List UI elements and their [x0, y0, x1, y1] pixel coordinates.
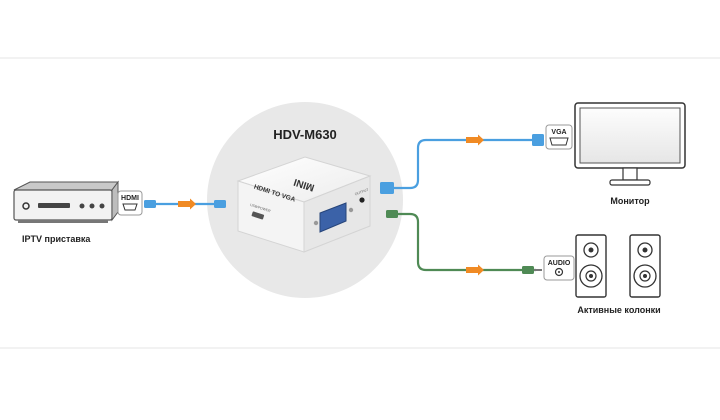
speaker-right	[629, 234, 661, 298]
vga-port-icon	[549, 137, 569, 146]
converter-device: MINI HDMI TO VGA USB/POWER OUTPUT	[236, 156, 372, 253]
hdmi-direction-arrow	[178, 198, 196, 210]
audio-output-label: OUTPUT	[354, 187, 370, 196]
vga-screw-left	[313, 220, 319, 226]
usb-port	[251, 211, 265, 220]
iptv-box-top	[13, 181, 119, 191]
audio-port-tag: AUDIO	[543, 255, 575, 281]
audio-plug-device	[386, 210, 398, 218]
speaker-left	[575, 234, 607, 298]
iptv-button-3	[99, 203, 105, 209]
hdmi-plug-right	[214, 200, 226, 208]
iptv-power-led	[22, 202, 30, 210]
audio-plug-speakers	[522, 266, 534, 274]
iptv-button-2	[89, 203, 95, 209]
hdmi-cable	[144, 198, 226, 210]
hdmi-port-tag: HDMI	[117, 190, 143, 216]
hdmi-port-tag-label: HDMI	[121, 195, 139, 202]
usb-port-label: USB/POWER	[250, 203, 272, 214]
iptv-box-base	[18, 220, 108, 223]
vga-screw-right	[348, 207, 354, 213]
audio-jack-icon	[554, 267, 564, 277]
vga-port-tag: VGA	[545, 124, 573, 150]
iptv-button-1	[79, 203, 85, 209]
vga-cable	[380, 134, 544, 194]
monitor-label: Монитор	[610, 196, 650, 206]
vga-plug-monitor	[532, 134, 544, 146]
audio-direction-arrow	[466, 264, 484, 276]
iptv-box	[13, 180, 119, 223]
audio-port-tag-label: AUDIO	[548, 260, 571, 267]
iptv-card-slot	[38, 203, 70, 208]
monitor-base	[609, 179, 651, 186]
speakers-label: Активные колонки	[577, 305, 660, 315]
vga-port-tag-label: VGA	[551, 129, 566, 136]
audio-output-jack	[359, 197, 365, 203]
source-label: IPTV приставка	[22, 234, 91, 244]
vga-port	[319, 202, 347, 233]
monitor-screen	[579, 107, 681, 164]
hdmi-plug-left	[144, 200, 156, 208]
monitor-neck	[622, 167, 638, 181]
hdmi-port-icon	[122, 203, 138, 211]
audio-cable	[386, 210, 542, 276]
monitor	[574, 102, 686, 186]
device-model-title: HDV-M630	[273, 127, 337, 142]
vga-direction-arrow	[466, 134, 484, 146]
vga-plug-device	[380, 182, 394, 194]
